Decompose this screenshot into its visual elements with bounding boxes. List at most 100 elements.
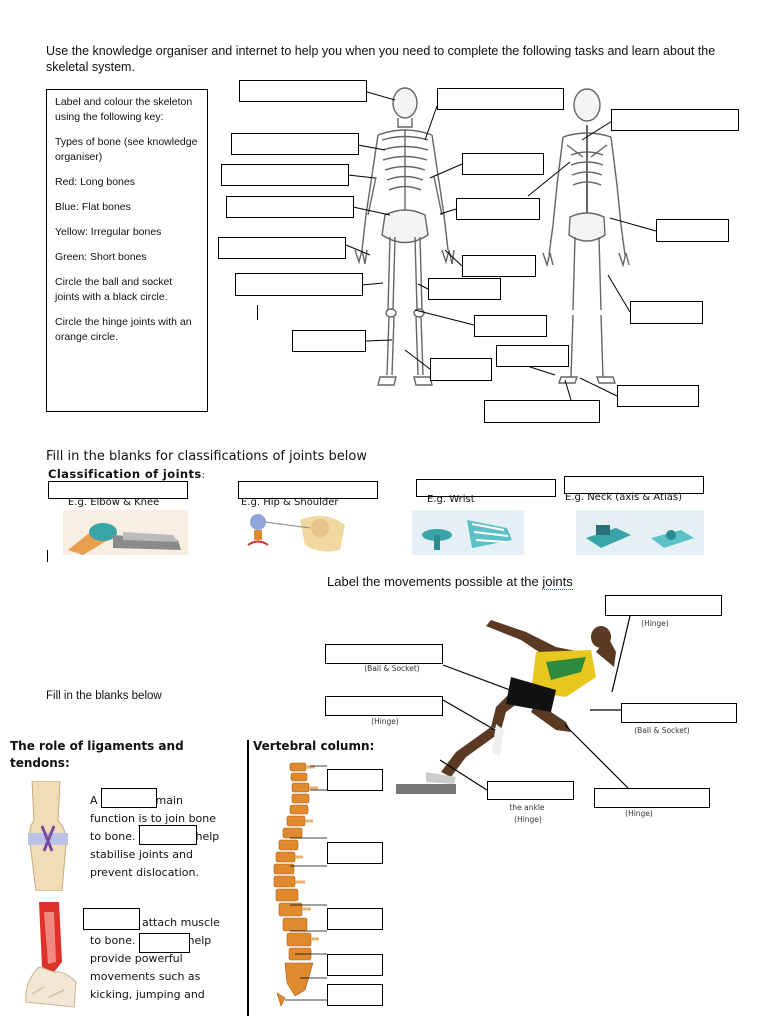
ligament-blank[interactable]: [101, 788, 157, 808]
skeleton-label-blank[interactable]: [474, 315, 547, 337]
skeleton-label-blank[interactable]: [462, 255, 536, 277]
intro-text: Use the knowledge organiser and internet…: [46, 44, 716, 74]
key-red: Red: Long bones: [55, 176, 135, 188]
lig-main: main: [155, 794, 184, 807]
tag-ball-socket-right: (Ball & Socket): [634, 726, 690, 735]
colour-key-box: Label and colour the skeleton using the …: [46, 89, 208, 412]
knee-ligament-image: [28, 781, 68, 891]
section-divider: [247, 740, 249, 1016]
skeleton-label-blank[interactable]: [221, 164, 349, 186]
movement-label-blank[interactable]: [487, 781, 574, 800]
movement-label-blank[interactable]: [605, 595, 722, 616]
tend-help: help: [187, 934, 212, 947]
classification-heading-wrap: Classification of joints:: [48, 465, 205, 483]
lig-is-to-join: is to join: [138, 812, 186, 826]
skeleton-label-blank[interactable]: [226, 196, 354, 218]
gliding-joint-image: [412, 510, 524, 555]
movements-heading-link: joints: [542, 574, 573, 590]
movements-heading-text: Label the movements possible at the: [327, 574, 543, 589]
key-types: Types of bone (see knowledge organiser): [55, 136, 198, 163]
skeleton-label-blank[interactable]: [630, 301, 703, 324]
vertebral-region-blank[interactable]: [327, 908, 383, 930]
tag-ball-socket-upper: (Ball & Socket): [364, 664, 420, 673]
vertebral-region-blank[interactable]: [327, 769, 383, 791]
movement-label-blank[interactable]: [325, 696, 443, 716]
sprinter-leader-lines: [439, 615, 631, 793]
skeleton-label-blank[interactable]: [231, 133, 359, 155]
movement-label-blank[interactable]: [594, 788, 710, 808]
example-elbow-knee: E.g. Elbow & Knee: [68, 497, 160, 508]
tag-hinge-top: (Hinge): [641, 619, 669, 628]
text-cursor: [47, 550, 48, 562]
sprinter-image: [396, 620, 616, 794]
tag-hinge-mid: (Hinge): [371, 717, 399, 726]
tag-the-ankle: the ankle: [509, 803, 545, 812]
skeleton-back-view: [542, 88, 630, 384]
skeleton-label-blank[interactable]: [428, 278, 501, 300]
skeleton-label-blank[interactable]: [656, 219, 729, 242]
ankle-tendon-image: [25, 902, 77, 1008]
example-neck: E.g. Neck (axis & Atlas): [565, 492, 682, 503]
lig-prevent: prevent dislocation.: [90, 866, 200, 879]
tendon-blank[interactable]: [139, 933, 190, 953]
skeleton-label-blank[interactable]: [218, 237, 346, 259]
joint-type-blank[interactable]: [238, 481, 378, 499]
vertebral-region-blank[interactable]: [327, 984, 383, 1006]
example-hip-shoulder: E.g. Hip & Shoulder: [241, 497, 339, 508]
vertebral-region-blank[interactable]: [327, 842, 383, 864]
key-yellow: Yellow: Irregular bones: [55, 226, 162, 238]
ball-socket-joint-image: [240, 510, 355, 555]
movement-label-blank[interactable]: [325, 644, 443, 664]
tend-to-bone: to bone.: [90, 934, 136, 947]
skeleton-label-blank[interactable]: [484, 400, 600, 423]
tendon-paragraph: attach muscle to bone. help provide power…: [90, 914, 235, 1004]
example-wrist: E.g. Wrist: [427, 494, 475, 505]
pivot-joint-image: [576, 510, 704, 555]
tendon-blank[interactable]: [83, 908, 140, 930]
vertebral-heading: Vertebral column:: [253, 739, 375, 753]
lig-a: A: [90, 794, 98, 807]
key-hinge: Circle the hinge joints with an orange c…: [55, 316, 192, 343]
skeleton-label-blank[interactable]: [430, 358, 492, 381]
skeleton-label-blank[interactable]: [611, 109, 739, 131]
skeleton-label-blank[interactable]: [235, 273, 363, 296]
lig-bone: bone: [188, 812, 217, 825]
skeleton-label-blank[interactable]: [496, 345, 569, 367]
key-blue: Blue: Flat bones: [55, 201, 131, 213]
movement-label-blank[interactable]: [621, 703, 737, 723]
skeleton-label-blank[interactable]: [617, 385, 699, 407]
ligament-blank[interactable]: [139, 825, 197, 845]
key-ball-socket: Circle the ball and socket joints with a…: [55, 276, 173, 303]
classification-colon: :: [201, 470, 206, 481]
tend-movements: movements such as: [90, 970, 201, 983]
classification-heading: Classification of joints: [48, 467, 202, 481]
skeleton-front-view: [354, 87, 455, 386]
lig-stabilise: stabilise joints and: [90, 848, 193, 861]
skeleton-label-blank[interactable]: [456, 198, 540, 220]
tag-ankle-hinge: (Hinge): [514, 815, 542, 824]
joint-type-blank[interactable]: [416, 479, 556, 497]
joint-type-blank[interactable]: [48, 481, 188, 499]
tend-provide: provide powerful: [90, 952, 183, 965]
skeleton-label-blank[interactable]: [292, 330, 366, 352]
lig-help: help: [195, 830, 220, 843]
tag-hinge-bottom: (Hinge): [625, 809, 653, 818]
skeleton-label-blank[interactable]: [462, 153, 544, 175]
fill-blanks-heading: Fill in the blanks below: [46, 690, 162, 702]
joint-type-blank[interactable]: [564, 476, 704, 494]
text-cursor: [257, 305, 258, 320]
tend-kicking: kicking, jumping and: [90, 988, 205, 1001]
ligaments-heading: The role of ligaments and tendons:: [10, 739, 184, 770]
vertebral-region-blank[interactable]: [327, 954, 383, 976]
lig-function: function: [90, 812, 135, 825]
tend-attach: attach muscle: [142, 916, 220, 929]
skeleton-label-blank[interactable]: [239, 80, 367, 102]
key-heading: Label and colour the skeleton using the …: [55, 96, 193, 123]
key-green: Green: Short bones: [55, 251, 147, 263]
skeleton-label-blank[interactable]: [437, 88, 564, 110]
joints-heading: Fill in the blanks for classifications o…: [46, 449, 367, 464]
lig-to-bone: to bone.: [90, 830, 136, 843]
hinge-joint-image: [63, 510, 188, 555]
